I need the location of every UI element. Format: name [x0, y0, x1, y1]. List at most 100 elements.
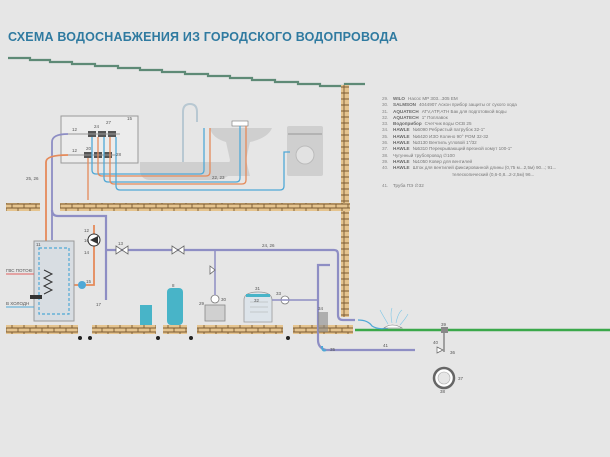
legend-number: 33. [382, 121, 389, 127]
label-main-pipe: 24, 26 [262, 243, 275, 248]
basement-floor-a [6, 325, 78, 334]
heating-coil [42, 269, 54, 295]
component-label: 34 [318, 306, 324, 311]
legend-brand: HAWLE [393, 140, 410, 146]
shower-pipe [182, 102, 198, 165]
sprinkler-spray [379, 307, 409, 326]
legend-brand: HAWLE [393, 165, 410, 171]
legend-number: 35. [382, 133, 389, 139]
legend-brand: HAWLE [393, 127, 410, 133]
legend-text: Чугунный трубопровод ∅100 [393, 152, 455, 158]
faucet [231, 120, 249, 127]
legend-text: Насос MP 303...305 EM [408, 96, 458, 101]
component-label: 12 [84, 228, 90, 233]
component-label: 40 [433, 340, 439, 345]
component-label: 12 [72, 148, 78, 153]
expansion-vessel [78, 281, 86, 289]
legend-number: 40. [382, 165, 389, 171]
legend-brand: SALMSON [393, 102, 416, 108]
component-label: 8 [172, 283, 175, 288]
legend-number: 38. [382, 152, 389, 158]
component-label: 27 [106, 120, 112, 125]
legend-brand: AQUATECH [393, 114, 419, 120]
component-label: 39 [441, 322, 447, 327]
legend-number: 41. [382, 182, 389, 188]
legend-text: Шток для вентилей фиксированной длины (0… [412, 165, 557, 171]
legend-brand: HAWLE [393, 146, 410, 152]
legend-number: 32. [382, 114, 389, 120]
component-label: 14 [84, 250, 90, 255]
legend-item: 38. Чугунный трубопровод ∅100 [382, 153, 556, 159]
sprinkler [383, 324, 404, 329]
washbasin [210, 128, 272, 176]
component-label: 38 [440, 389, 446, 394]
component-label: 36 [450, 350, 456, 355]
legend-text: №6420 ИЗО Колено 90° PОМ 32-32 [412, 133, 489, 139]
component-label: 16 [84, 238, 90, 243]
angle-valve [436, 346, 444, 354]
legend-text: 4044907 Аскон прибор защиты от сухого хо… [418, 102, 517, 108]
legend-text: Труба ПЭ ∅32 [393, 182, 424, 188]
dry-run-switch [210, 294, 220, 304]
component-label: 17 [96, 302, 102, 307]
component-label: 31 [255, 286, 261, 291]
legend-brand: HAWLE [393, 133, 410, 139]
legend-text: Счетчик воды ОСВ 25 [424, 121, 472, 127]
legend-text: №3130 Вентиль угловой 1"/32 [412, 140, 477, 146]
component-label: 41 [383, 343, 389, 348]
legend-number: 31. [382, 108, 389, 114]
legend-text: телескопический (0,6-0,8...2-2,5м) 96... [452, 171, 535, 177]
wall-sleeve [318, 312, 328, 332]
basement-floor-c [163, 325, 187, 334]
legend-number: 36. [382, 140, 389, 146]
legend-number: 30. [382, 102, 389, 108]
valve-cover [441, 327, 448, 333]
component-label: 20 [86, 146, 92, 151]
component-label: 11 [36, 242, 41, 247]
legend-brand: Водоприбор [393, 121, 422, 127]
legend-brand: HAWLE [393, 158, 410, 164]
component-label: 12 [72, 127, 78, 132]
label-pipes-left: 25, 26 [26, 176, 39, 181]
exterior-wall [341, 85, 349, 317]
label-pipes-top: 22, 23 [212, 175, 225, 180]
component-label: 15 [86, 279, 92, 284]
pressure-tank [167, 288, 183, 325]
label-hot-water: ГВС ПОТОКI [6, 268, 32, 273]
label-manifold: 15 [127, 116, 133, 121]
legend-number: 37. [382, 146, 389, 152]
inline-valves [115, 245, 216, 275]
water-heater-tank [33, 240, 75, 322]
legend-brand: WILO [393, 96, 405, 101]
legend-number: 34. [382, 127, 389, 133]
basement-floor-b [92, 325, 156, 334]
basement-floor-d [197, 325, 283, 334]
washing-machine-door [295, 145, 315, 165]
floor-drains [78, 336, 290, 340]
component-label: 35 [330, 347, 336, 352]
component-label: 29 [199, 301, 205, 306]
legend-text: 1" Поплавок [421, 114, 448, 120]
booster-pump [204, 304, 226, 322]
legend-text: №1050 Ковер для вентилей [412, 158, 473, 164]
roof-line [8, 56, 365, 88]
floor-slab-upper [60, 203, 350, 211]
label-cold-water: В ХОЛОДН [6, 301, 29, 306]
garden-hose [357, 319, 389, 330]
floor-slab-upper-left [6, 203, 40, 211]
legend-text: ATV,ATP,ATH Бак для подготовкой воды [421, 108, 507, 114]
legend-item: 41. Труба ПЭ ∅32 [382, 183, 556, 189]
